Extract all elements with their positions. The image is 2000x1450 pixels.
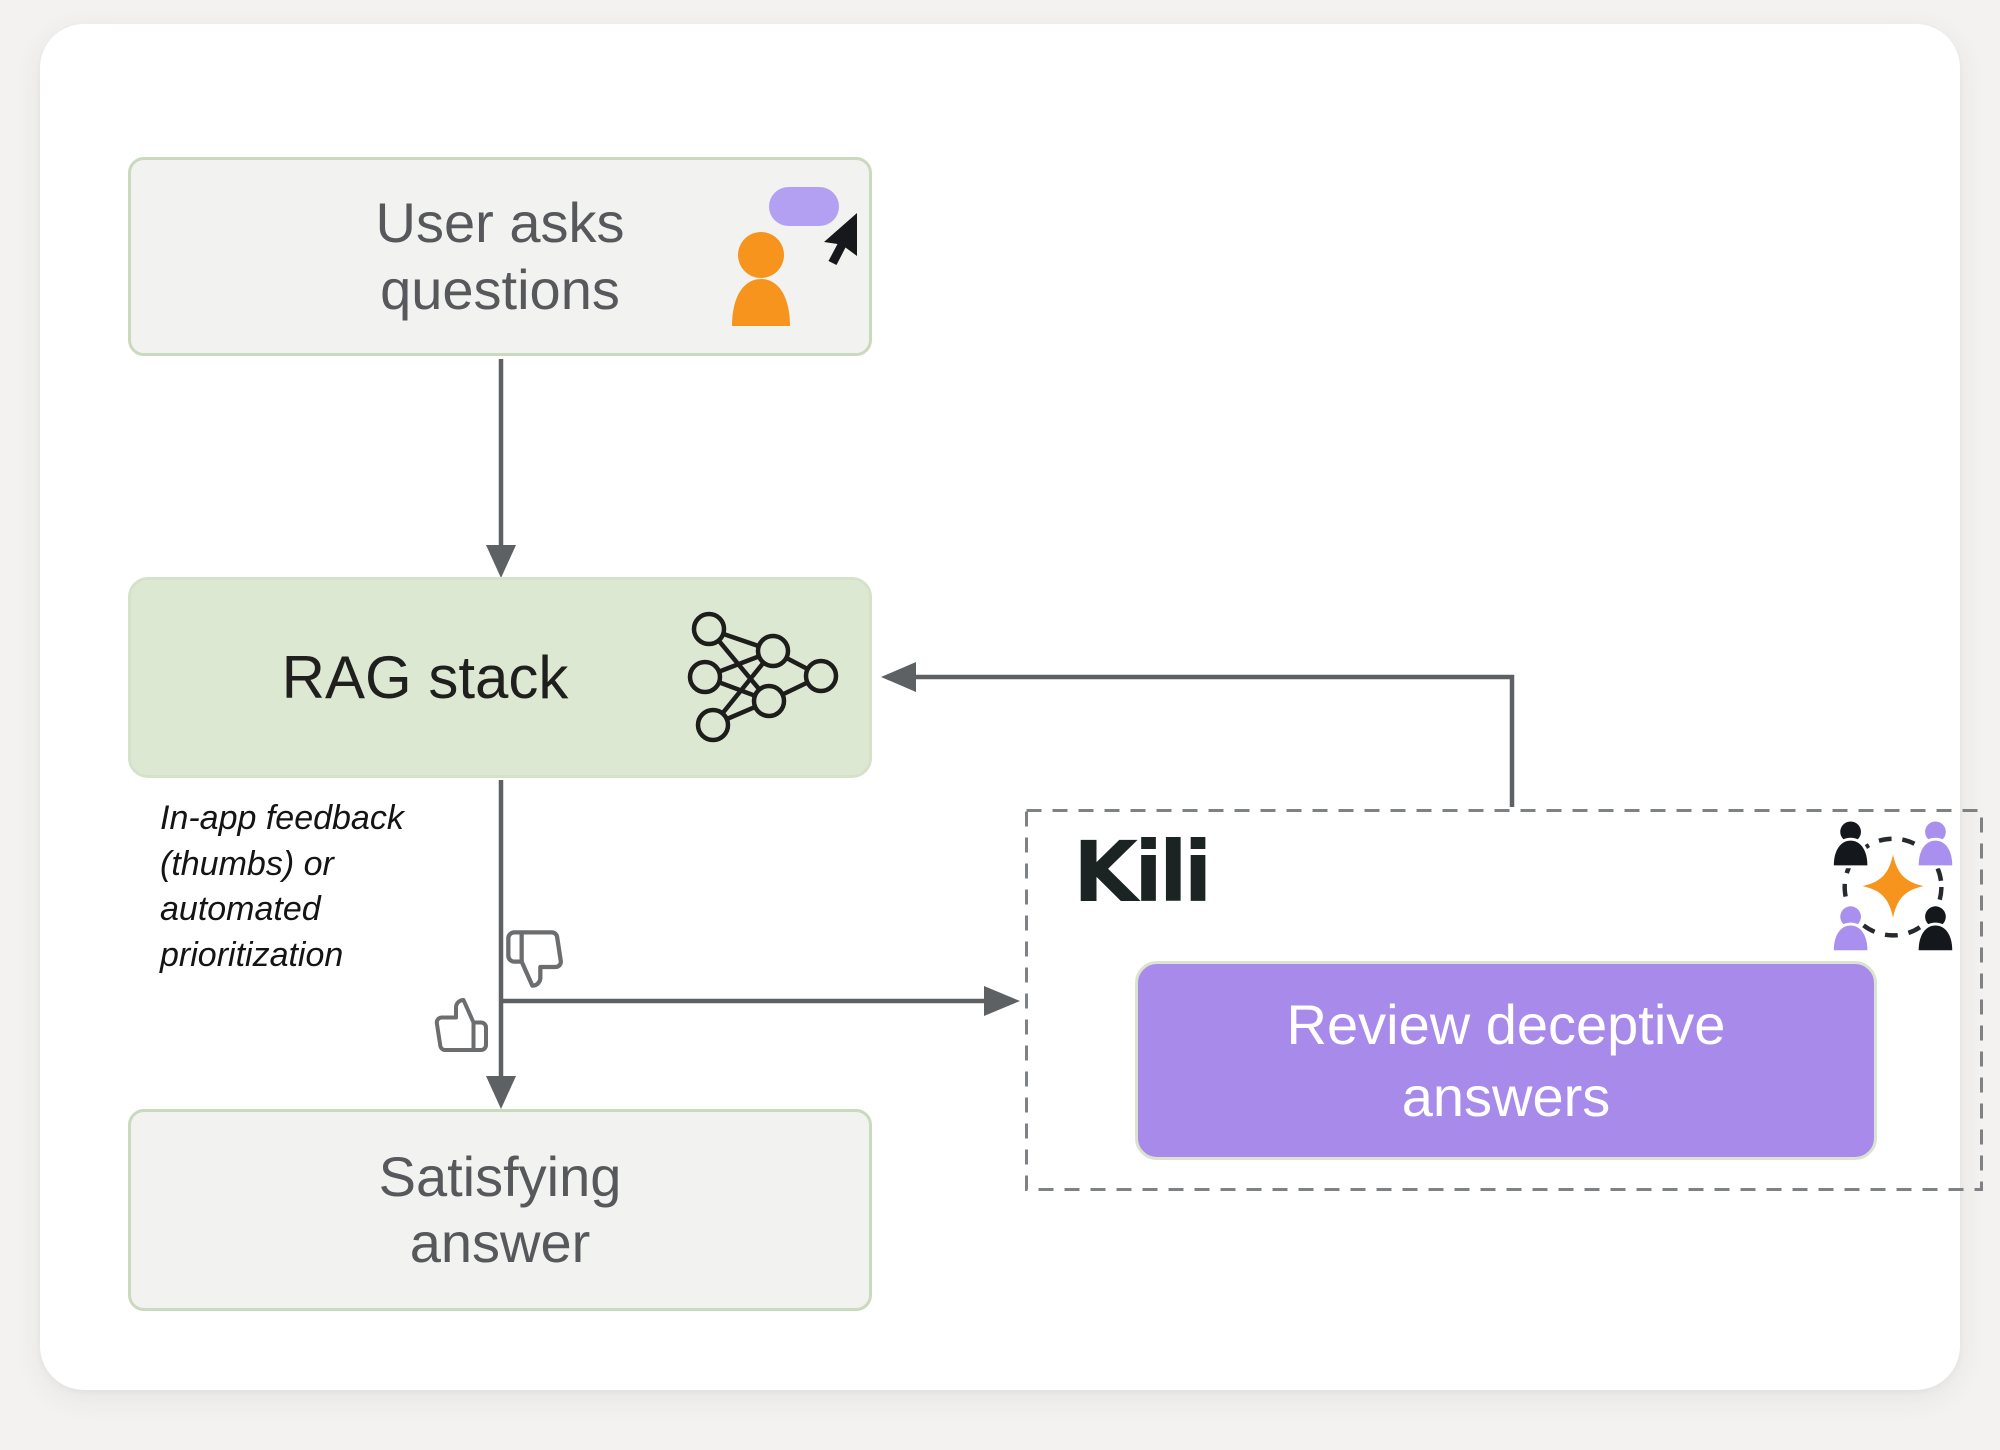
- arrow-kili-to-rag: [881, 662, 1515, 807]
- person-icon: [1830, 903, 1871, 954]
- node-review-deceptive-answers: Review deceptive answers: [1135, 961, 1877, 1160]
- kili-panel: Kili: [1025, 809, 1983, 1191]
- arrow-feedback-to-kili: [501, 986, 1020, 1016]
- node-satisfying-answer: Satisfying answer: [128, 1109, 872, 1311]
- neural-network-icon: [687, 611, 839, 742]
- node-label: RAG stack: [281, 644, 569, 711]
- thumbs-down-icon: [506, 930, 563, 988]
- arrow-user-to-rag: [486, 359, 516, 578]
- user-question-icon: [732, 187, 857, 326]
- person-icon: [1915, 818, 1956, 869]
- person-icon: [1830, 818, 1871, 869]
- node-label: User asks questions: [375, 191, 625, 321]
- people-sparkle-icon: [1830, 818, 1956, 954]
- thumbs-up-icon: [434, 998, 488, 1052]
- node-user-asks-questions: User asks questions: [128, 157, 872, 356]
- sparkle-icon: [1862, 854, 1924, 918]
- diagram-canvas: User asks questions RAG stack: [40, 24, 1983, 1390]
- feedback-annotation: In-app feedback (thumbs) or automated pr…: [160, 799, 404, 974]
- node-label: Review deceptive answers: [1286, 993, 1726, 1128]
- kili-logo: Kili: [1073, 823, 1212, 921]
- dashed-border: [1025, 809, 1983, 1191]
- node-rag-stack: RAG stack: [128, 577, 872, 778]
- person-icon: [1915, 903, 1956, 954]
- node-label: Satisfying answer: [378, 1144, 622, 1274]
- cursor-icon: [824, 213, 857, 265]
